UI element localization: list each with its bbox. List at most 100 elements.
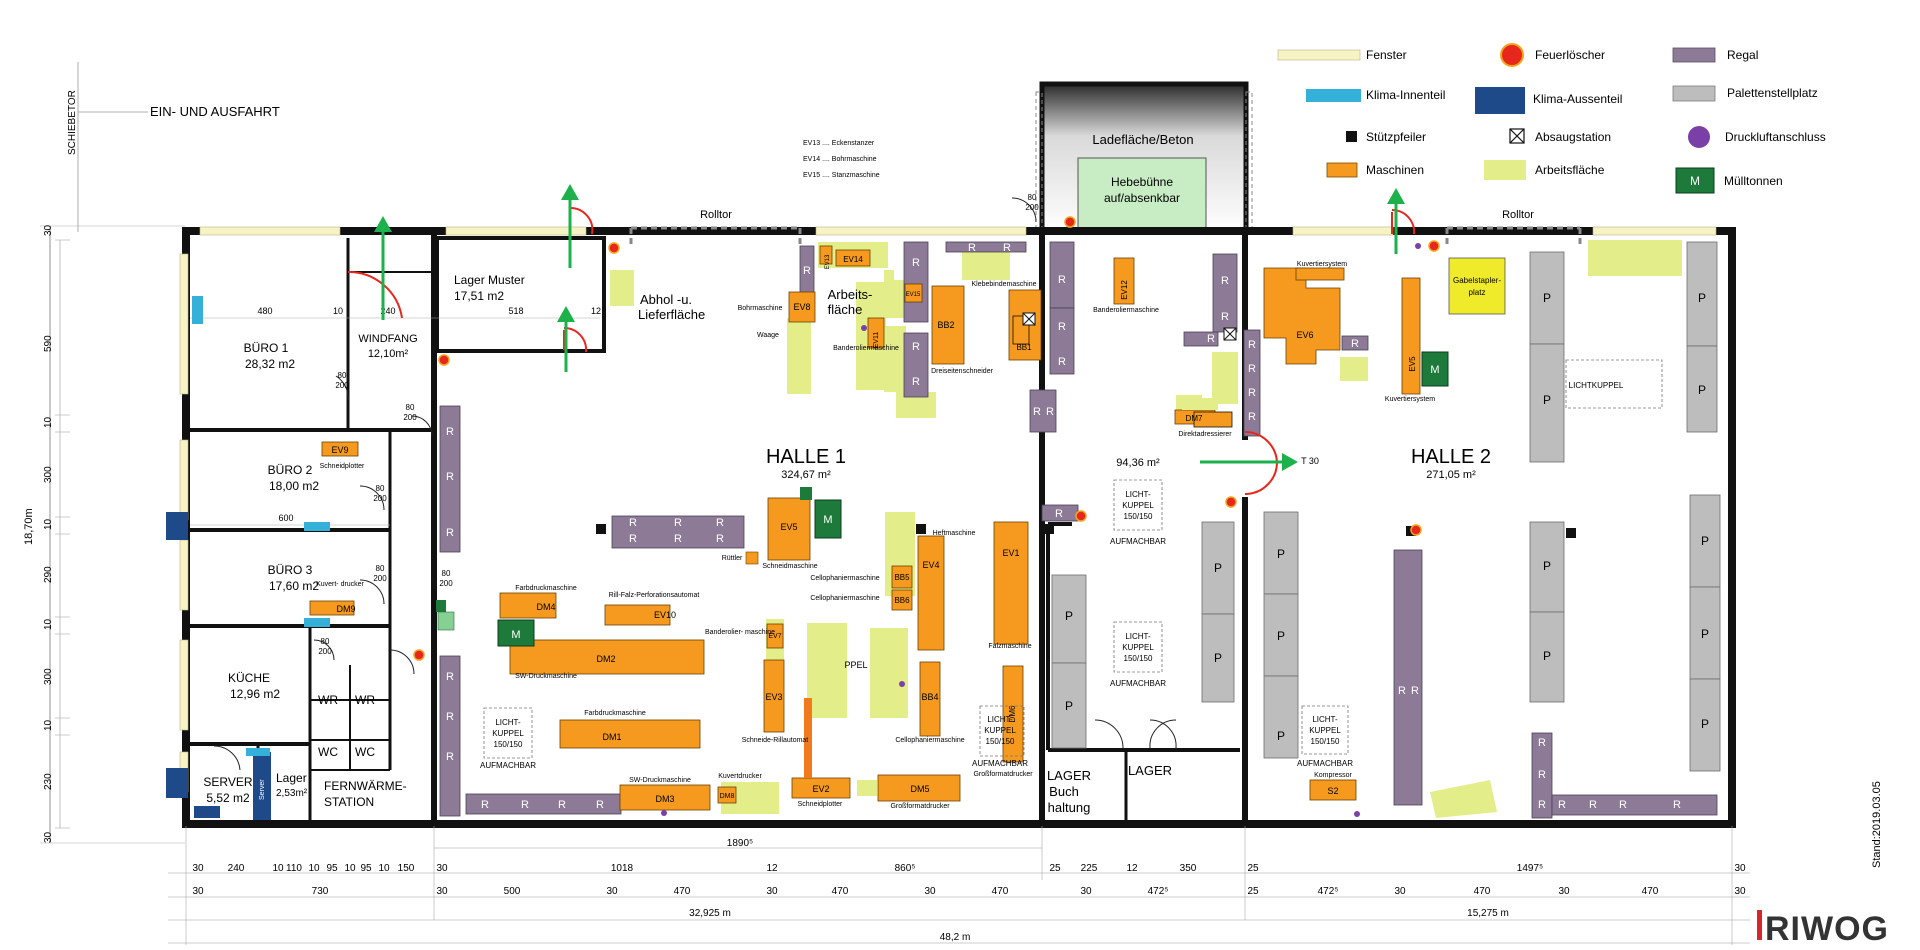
server-rack-label: Server bbox=[259, 779, 266, 800]
lk4-l1: LICHT- bbox=[987, 715, 1013, 724]
dim-r2: 25 bbox=[1247, 886, 1259, 897]
machine-s2: S2 bbox=[1327, 786, 1338, 796]
lk5-l1: LICHT- bbox=[1312, 715, 1338, 724]
machine-ev14: EV14 bbox=[843, 255, 863, 264]
legend-druckluft-label: Druckluftanschluss bbox=[1725, 130, 1826, 144]
gabel-line2: platz bbox=[1469, 288, 1486, 297]
machine-ev5b: EV5 bbox=[1408, 356, 1417, 372]
halle2-name: HALLE 2 bbox=[1411, 446, 1491, 468]
buero1-name: BÜRO 1 bbox=[244, 341, 289, 355]
machine-bb6: BB6 bbox=[894, 596, 910, 605]
dim-r2: 730 bbox=[312, 886, 329, 897]
machine-bb1-desc: Klebebindemaschine bbox=[972, 281, 1037, 288]
emergency-exits bbox=[347, 184, 1416, 495]
dim-left-4: 300 bbox=[43, 466, 54, 483]
machine-ev9: EV9 bbox=[331, 445, 348, 455]
dim-r1: 10 bbox=[308, 863, 320, 874]
wr-2: WR bbox=[355, 693, 375, 707]
machine-bb4: BB4 bbox=[921, 692, 938, 702]
door-80-200-c2: 200 bbox=[373, 574, 387, 583]
abbrev-1: EV13 .... Eckenstanzer bbox=[803, 140, 875, 147]
legend-fenster-label: Fenster bbox=[1366, 48, 1407, 62]
machine-dm8: DM8 bbox=[720, 793, 735, 800]
regal-r: R bbox=[1221, 275, 1229, 287]
halle2-area: 271,05 m² bbox=[1426, 469, 1476, 481]
dim-r1: 860⁵ bbox=[895, 863, 916, 874]
total-height-label: 18,70m bbox=[23, 508, 35, 545]
buero1-area: 28,32 m2 bbox=[245, 357, 295, 371]
regal-r: R bbox=[716, 517, 724, 529]
regal-r: R bbox=[716, 533, 724, 545]
exit-t30 bbox=[1200, 430, 1298, 495]
legend-fenster-swatch bbox=[1277, 49, 1361, 61]
palette-p: P bbox=[1698, 291, 1706, 305]
lager-small-area: 2,53m² bbox=[276, 788, 308, 799]
abbrev-3: EV15 .... Stanzmaschine bbox=[803, 172, 880, 179]
buero2-area: 18,00 m2 bbox=[269, 479, 319, 493]
legend-klima-aussen-swatch bbox=[1475, 87, 1525, 114]
lager-buch-line1: LAGER bbox=[1047, 768, 1091, 783]
dim-row3-left: 32,925 m bbox=[689, 908, 731, 919]
lager-buch-line3: haltung bbox=[1048, 800, 1091, 815]
door-80-200-f: 80 bbox=[1028, 193, 1037, 202]
machine-dm7-desc: Direktadressierer bbox=[1178, 431, 1232, 438]
machine-ev8: EV8 bbox=[793, 302, 810, 312]
regal-r: R bbox=[1058, 321, 1066, 333]
buero3-area: 17,60 m2 bbox=[269, 579, 319, 593]
machine-ev6: EV6 bbox=[1296, 330, 1313, 340]
mitte-area: 94,36 m² bbox=[1116, 457, 1160, 469]
dim-r1: 30 bbox=[1734, 863, 1746, 874]
machine-bb4-desc: Cellophaniermaschine bbox=[895, 737, 964, 744]
machine-ev12-desc: Banderoliermaschine bbox=[1093, 307, 1159, 314]
palette-p: P bbox=[1701, 534, 1709, 548]
shelves bbox=[439, 241, 1718, 819]
door-80-200-e2: 200 bbox=[439, 579, 453, 588]
muelltonne-m: M bbox=[511, 629, 520, 641]
legend-palette-label: Palettenstellplatz bbox=[1727, 86, 1818, 100]
machine-ev4: EV4 bbox=[922, 560, 939, 570]
regal-r: R bbox=[1207, 333, 1215, 345]
machine-dm5: DM5 bbox=[910, 784, 929, 794]
door-80-200-e: 80 bbox=[442, 569, 451, 578]
machine-ev3: EV3 bbox=[765, 692, 782, 702]
dim-r2: 30 bbox=[606, 886, 618, 897]
dim-inner-600: 600 bbox=[278, 513, 293, 523]
regal-r: R bbox=[912, 257, 920, 269]
dim-r1: 350 bbox=[1180, 863, 1197, 874]
exit-lager-muster bbox=[557, 306, 588, 372]
bottom-dimensions: 1890⁵ 30 240 10 110 10 95 10 95 10 150 3… bbox=[168, 826, 1750, 945]
machine-ev11: EV11 bbox=[873, 332, 880, 349]
dim-row1: 30 240 10 110 10 95 10 95 10 150 30 1018… bbox=[192, 863, 1746, 874]
legend-muell-mark: M bbox=[1690, 174, 1700, 188]
dim-r1: 12 bbox=[766, 863, 778, 874]
rolltor-markers bbox=[629, 226, 1582, 244]
schiebetor-label: SCHIEBETOR bbox=[67, 90, 78, 155]
fire-extinguishers bbox=[413, 216, 1440, 661]
exit-halle2 bbox=[1387, 188, 1416, 254]
legend-stuetz-label: Stützpfeiler bbox=[1366, 130, 1426, 144]
dim-r2: 30 bbox=[1558, 886, 1570, 897]
dim-inner-518: 518 bbox=[508, 306, 523, 316]
dim-left-8: 300 bbox=[43, 668, 54, 685]
dim-r1: 30 bbox=[192, 863, 204, 874]
regal-r: R bbox=[446, 527, 454, 539]
machine-ev4-desc: Heftmaschine bbox=[933, 530, 976, 537]
arbeitsflaeche-line1: Arbeits- bbox=[828, 287, 873, 302]
dim-left-1: 30 bbox=[43, 224, 54, 236]
machine-ev12: EV12 bbox=[1120, 280, 1129, 300]
regal-r: R bbox=[1673, 799, 1681, 811]
abhol-line1: Abhol -u. bbox=[640, 292, 692, 307]
legend-regal-label: Regal bbox=[1727, 48, 1758, 62]
palette-p: P bbox=[1065, 699, 1073, 713]
dim-r1: 95 bbox=[360, 863, 372, 874]
legend-klima-innen-swatch bbox=[1306, 89, 1361, 102]
dim-r1: 10 bbox=[344, 863, 356, 874]
t30-label: T 30 bbox=[1301, 456, 1319, 466]
dim-r2: 500 bbox=[504, 886, 521, 897]
lk2-l3: 150/150 bbox=[1124, 654, 1153, 663]
palette-p: P bbox=[1543, 649, 1551, 663]
lk4-l2: KUPPEL bbox=[984, 726, 1016, 735]
regal-r: R bbox=[674, 533, 682, 545]
stand-date: Stand:2019.03.05 bbox=[1871, 781, 1883, 868]
wc-1: WC bbox=[318, 745, 338, 759]
